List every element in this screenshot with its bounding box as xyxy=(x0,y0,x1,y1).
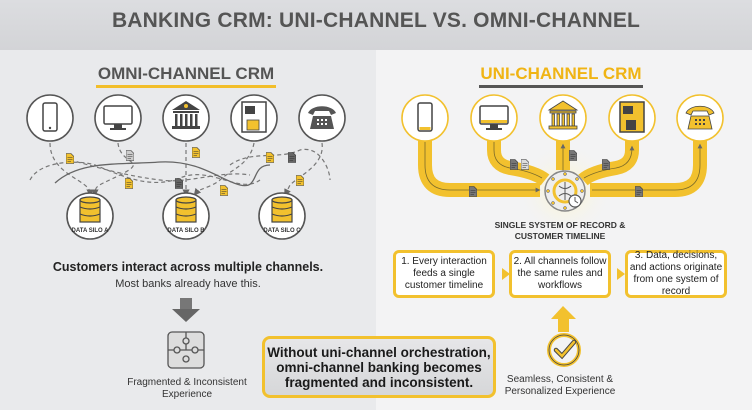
atm-icon xyxy=(241,101,267,133)
document-icon xyxy=(175,178,183,189)
document-icon xyxy=(192,147,200,158)
database-icon xyxy=(175,196,197,223)
omni-tangled-solid xyxy=(54,161,271,187)
document-icon xyxy=(126,150,134,161)
check-circle-icon xyxy=(547,333,581,367)
bank-building-icon xyxy=(172,101,200,129)
header-banner xyxy=(0,0,752,50)
silo-label: DATA SILO A xyxy=(72,228,110,234)
system-of-record-hub xyxy=(544,170,586,212)
data-silo-b: DATA SILO B xyxy=(162,192,210,240)
data-silo-a: DATA SILO A xyxy=(66,192,114,240)
step-1-box: 1. Every interaction feeds a single cust… xyxy=(393,250,495,298)
step-1-text: 1. Every interaction feeds a single cust… xyxy=(401,256,487,291)
document-icon xyxy=(266,152,274,163)
database-icon xyxy=(271,196,293,223)
clock-icon xyxy=(568,194,582,208)
document-icon xyxy=(469,186,477,197)
omni-caption-main: Customers interact across multiple chann… xyxy=(52,260,324,274)
down-arrow-icon xyxy=(172,298,200,322)
document-icon xyxy=(521,159,529,170)
mobile-phone-icon xyxy=(417,102,433,132)
database-icon xyxy=(79,196,101,223)
step-3-box: 3. Data, decisions, and actions originat… xyxy=(625,250,727,298)
callout-text: Without uni-channel orchestration, omni-… xyxy=(267,344,491,390)
telephone-icon xyxy=(308,106,336,129)
channel-desktop xyxy=(470,94,518,142)
omni-documents xyxy=(66,147,304,196)
step-arrow-icon xyxy=(502,268,510,280)
document-icon xyxy=(125,178,133,189)
mobile-phone-icon xyxy=(42,102,58,132)
omni-outcome-label: Fragmented & Inconsistent Experience xyxy=(127,377,247,400)
document-icon xyxy=(220,185,228,196)
document-icon xyxy=(296,175,304,186)
atm-icon xyxy=(619,101,645,133)
document-icon xyxy=(288,152,296,163)
document-icon xyxy=(510,159,518,170)
channel-bank xyxy=(539,94,587,142)
channel-desktop xyxy=(94,94,142,142)
document-icon xyxy=(569,150,577,161)
document-icon xyxy=(635,186,643,197)
uni-channel-heading: UNI-CHANNEL CRM xyxy=(479,64,643,88)
data-silo-c: DATA SILO C xyxy=(258,192,306,240)
channel-atm xyxy=(230,94,278,142)
brain-icon xyxy=(552,178,578,204)
document-icon xyxy=(602,159,610,170)
channel-telephone xyxy=(298,94,346,142)
bank-building-icon xyxy=(547,100,579,130)
channel-mobile xyxy=(26,94,74,142)
omni-channel-icons xyxy=(26,94,346,142)
step-3-text: 3. Data, decisions, and actions originat… xyxy=(629,250,723,297)
step-2-box: 2. All channels follow the same rules an… xyxy=(509,250,611,298)
puzzle-icon xyxy=(167,331,205,369)
callout-box: Without uni-channel orchestration, omni-… xyxy=(262,336,496,398)
telephone-icon xyxy=(685,105,715,130)
uni-outcome-label: Seamless, Consistent & Personalized Expe… xyxy=(504,374,616,397)
desktop-computer-icon xyxy=(103,105,133,130)
step-2-text: 2. All channels follow the same rules an… xyxy=(513,256,607,291)
uni-channel-icons xyxy=(401,94,724,142)
silo-label: DATA SILO B xyxy=(167,228,205,234)
channel-bank xyxy=(162,94,210,142)
document-icon xyxy=(66,153,74,164)
channel-atm xyxy=(608,94,656,142)
channel-telephone xyxy=(676,94,724,142)
page-title: BANKING CRM: UNI-CHANNEL VS. OMNI-CHANNE… xyxy=(111,9,641,32)
data-silos: DATA SILO A DATA SILO B DATA SILO C xyxy=(66,192,306,240)
omni-tangled-paths xyxy=(29,142,331,197)
omni-caption-sub: Most banks already have this. xyxy=(115,278,261,290)
hub-label: SINGLE SYSTEM OF RECORD & CUSTOMER TIMEL… xyxy=(494,220,626,241)
up-arrow-icon xyxy=(551,306,576,332)
silo-label: DATA SILO C xyxy=(263,228,301,234)
uni-highway-centerlines xyxy=(424,142,703,193)
channel-mobile xyxy=(401,94,449,142)
omni-channel-heading: OMNI-CHANNEL CRM xyxy=(96,64,276,88)
step-arrow-icon xyxy=(617,268,625,280)
desktop-computer-icon xyxy=(479,105,509,130)
